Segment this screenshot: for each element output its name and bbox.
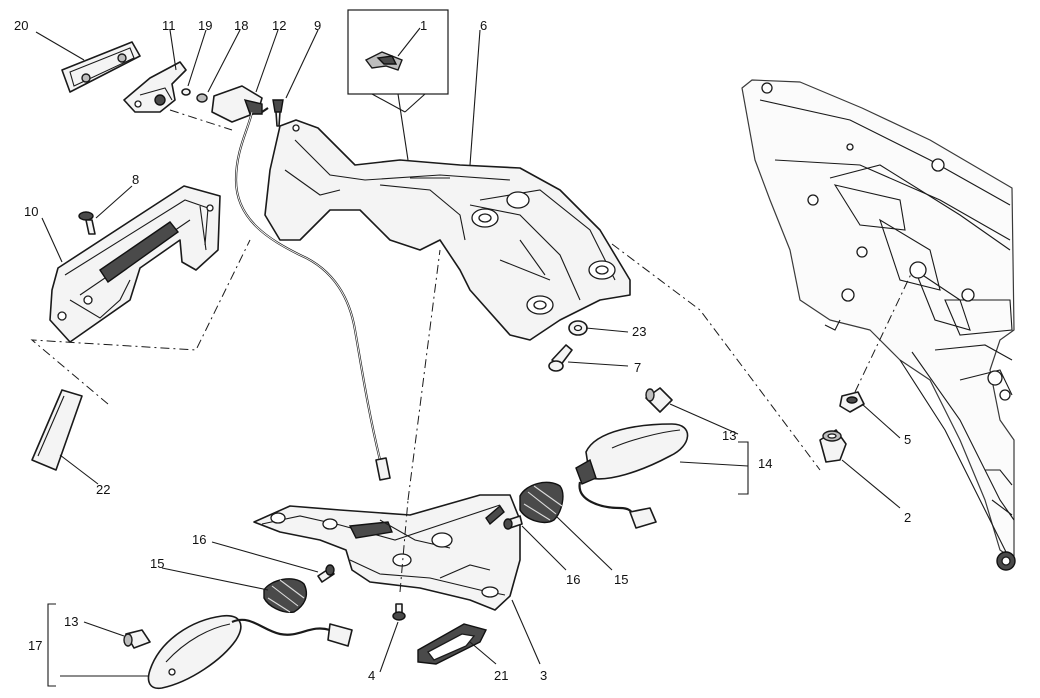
callout-14: 14	[758, 456, 772, 471]
rear-subframe	[741, 79, 1016, 571]
callout-13-right: 13	[722, 428, 736, 443]
callout-10: 10	[24, 204, 38, 219]
part-19-washer	[181, 88, 191, 96]
callout-8: 8	[132, 172, 139, 187]
callout-16-left: 16	[192, 532, 206, 547]
callout-1: 1	[420, 18, 427, 33]
callout-15-right: 15	[614, 572, 628, 587]
callout-3: 3	[540, 668, 547, 683]
part-3-lower-bracket	[253, 494, 521, 611]
callout-12: 12	[272, 18, 286, 33]
callout-7: 7	[634, 360, 641, 375]
callout-13-left: 13	[64, 614, 78, 629]
part-8-screw	[78, 211, 96, 235]
part-10-plate-holder	[49, 185, 221, 343]
callout-15-left: 15	[150, 556, 164, 571]
callout-9: 9	[314, 18, 321, 33]
part-4-screw	[392, 603, 406, 621]
callout-19: 19	[198, 18, 212, 33]
part-21-grommet	[417, 623, 488, 665]
part-9-screw	[272, 99, 284, 127]
part-2-bushing	[819, 429, 847, 463]
part-16-screw-left	[317, 564, 335, 583]
part-6-main-bracket	[264, 119, 631, 341]
part-16-screw-right	[503, 515, 523, 530]
callout-2: 2	[904, 510, 911, 525]
part-11-bracket	[123, 61, 187, 113]
callout-17: 17	[28, 638, 42, 653]
part-23-washer	[568, 320, 588, 336]
callout-4: 4	[368, 668, 375, 683]
callout-23: 23	[632, 324, 646, 339]
callout-21: 21	[494, 668, 508, 683]
leader-lines	[35, 27, 901, 687]
part-5-grommet	[839, 391, 865, 413]
part-1-clip-box	[347, 9, 449, 161]
part-20-plate	[61, 41, 141, 93]
part-7-bolt	[548, 344, 573, 372]
part-15-rubber-boot-right	[519, 481, 564, 524]
callout-labels: 20 11 19 18 12 9 1 6 8 10 23 7 13 14 5 2…	[14, 18, 911, 683]
callout-18: 18	[234, 18, 248, 33]
callout-11: 11	[162, 18, 176, 33]
part-13-bulb-left	[123, 629, 151, 649]
part-14-indicator-right	[575, 423, 689, 529]
callout-20: 20	[14, 18, 28, 33]
part-15-rubber-boot-left	[263, 578, 308, 613]
callout-22: 22	[96, 482, 110, 497]
part-22-reflector	[31, 389, 83, 471]
assembly-lines	[30, 109, 913, 593]
callout-16-right: 16	[566, 572, 580, 587]
part-17-indicator-left	[147, 615, 353, 690]
part-12-plate-light	[211, 85, 391, 481]
part-18-nut	[196, 93, 208, 103]
callout-5: 5	[904, 432, 911, 447]
callout-6: 6	[480, 18, 487, 33]
part-13-bulb-right	[645, 387, 673, 413]
